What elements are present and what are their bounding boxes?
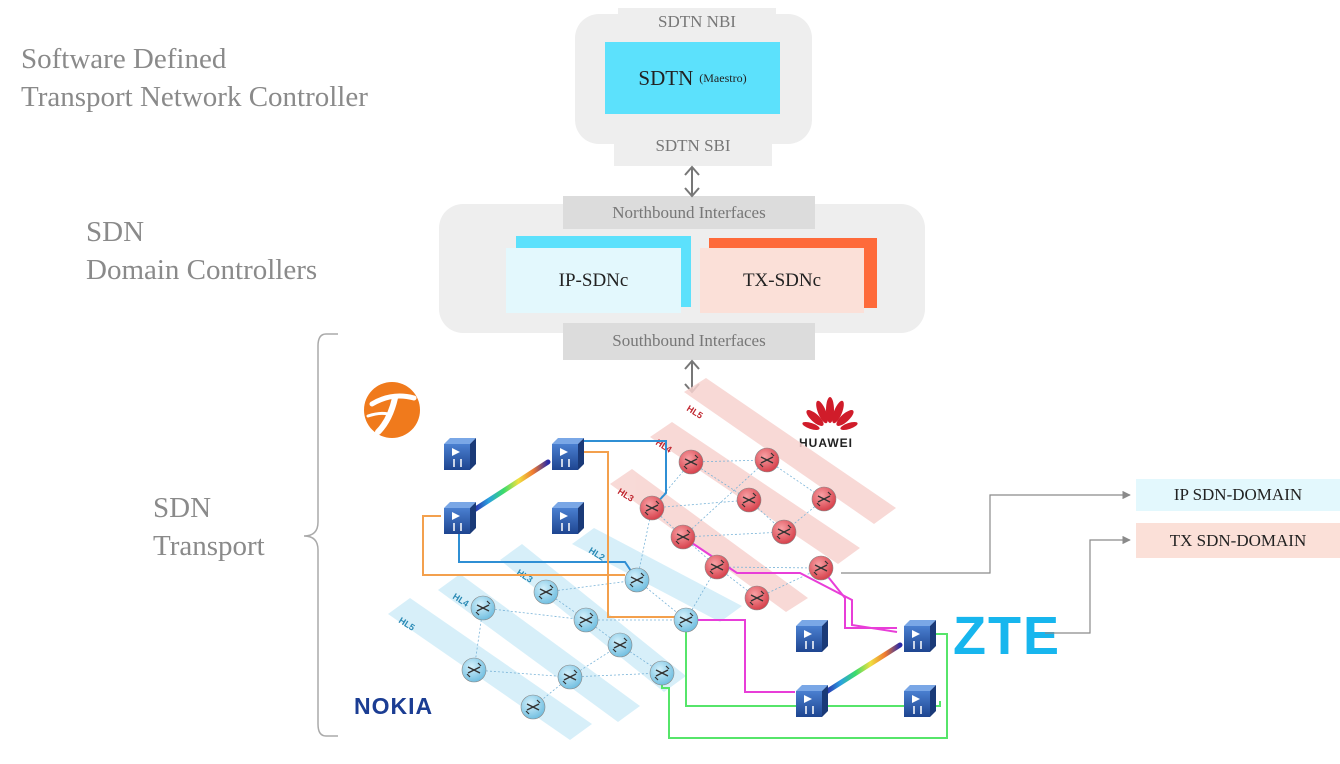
optical-switch-icon <box>552 438 584 470</box>
northbound-interfaces-label: Northbound Interfaces <box>563 196 815 229</box>
tx-sdnc-box: TX-SDNc <box>700 248 864 313</box>
sdtn-title: Software Defined Transport Network Contr… <box>21 40 368 116</box>
optical-ring-top-left <box>455 451 569 521</box>
router-icon <box>673 607 699 633</box>
optical-switches <box>444 438 936 717</box>
link-green <box>661 633 948 739</box>
link-orange <box>422 515 625 576</box>
bidirectional-arrow-icon <box>684 165 700 198</box>
nokia-logo: NOKIA <box>354 693 434 719</box>
router-icon <box>808 555 834 581</box>
router-icon <box>573 607 599 633</box>
sdtn-sbi-label: SDTN SBI <box>614 130 772 166</box>
router-icon <box>520 694 546 720</box>
tx-domain-connector <box>1045 535 1131 634</box>
ip-domain-connector <box>841 490 1131 574</box>
router-icon <box>754 447 780 473</box>
svg-text:HL5: HL5 <box>685 403 705 420</box>
huawei-routers <box>639 447 837 611</box>
router-icon <box>678 449 704 475</box>
ip-sdnc-box: IP-SDNc <box>506 248 681 313</box>
huawei-band-hl5 <box>684 378 896 524</box>
router-icon <box>744 585 770 611</box>
sdn-domain-line2: Domain Controllers <box>86 254 318 286</box>
sdn-transport-title: SDN Transport <box>153 489 265 565</box>
router-icon <box>736 487 762 513</box>
southbound-interfaces-label: Southbound Interfaces <box>563 323 815 360</box>
router-icon <box>470 595 496 621</box>
optical-switch-icon <box>444 438 476 470</box>
optical-switch-icon <box>904 685 936 717</box>
sdn-domain-title: SDN Domain Controllers <box>86 213 317 289</box>
optical-ring-bottom-right <box>807 633 921 704</box>
huawei-logo-icon <box>802 397 858 430</box>
nokia-layers <box>388 528 742 740</box>
optical-switch-icon <box>444 502 476 534</box>
sdtn-title-line1: Software Defined <box>21 43 227 75</box>
tx-sdn-domain-legend: TX SDN-DOMAIN <box>1136 523 1340 558</box>
optical-switch-icon <box>552 502 584 534</box>
router-icon <box>670 524 696 550</box>
nokia-band-hl2 <box>572 528 742 622</box>
link-orange <box>566 451 686 618</box>
optical-switch-icon <box>904 620 936 652</box>
router-icon <box>461 657 487 683</box>
router-icon <box>704 554 730 580</box>
zte-logo: ZTE <box>953 606 1061 666</box>
link-magenta <box>820 567 897 629</box>
sdtn-controller-box: SDTN (Maestro) <box>605 42 780 114</box>
router-icon <box>607 632 633 658</box>
operator-logo-icon <box>364 382 420 438</box>
optical-switch-icon <box>796 685 828 717</box>
sdn-transport-line1: SDN <box>153 492 212 524</box>
link-magenta <box>686 619 795 693</box>
sdn-transport-line2: Transport <box>153 530 265 562</box>
sdtn-name: SDTN <box>638 65 694 90</box>
ip-sdn-domain-legend: IP SDN-DOMAIN <box>1136 479 1340 511</box>
router-icon <box>624 567 650 593</box>
router-icon <box>557 664 583 690</box>
router-icon <box>771 519 797 545</box>
router-icon <box>811 486 837 512</box>
sdtn-nbi-label: SDTN NBI <box>618 8 776 36</box>
nokia-routers <box>461 567 699 720</box>
transport-bracket <box>303 333 338 737</box>
router-icon <box>649 660 675 686</box>
router-icon <box>533 579 559 605</box>
router-icon <box>639 495 665 521</box>
sdn-domain-line1: SDN <box>86 216 145 248</box>
huawei-wordmark: HUAWEI <box>799 436 853 450</box>
sdtn-name-suffix: (Maestro) <box>699 70 747 85</box>
optical-switch-icon <box>796 620 828 652</box>
sdtn-title-line2: Transport Network Controller <box>21 81 368 113</box>
